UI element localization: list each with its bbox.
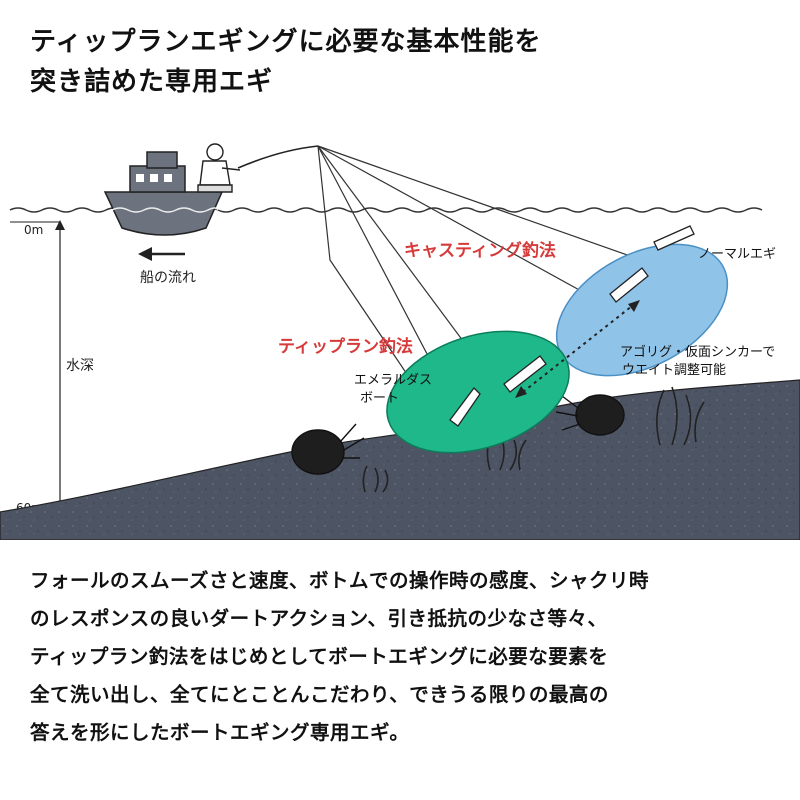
angler-icon	[197, 143, 241, 193]
sinker-label-line1: アゴリグ・仮面シンカーで	[620, 344, 775, 360]
description-line: 答えを形にしたボートエギング専用エギ。	[30, 721, 410, 744]
depth-top-label: 0m	[24, 223, 43, 237]
squid-icon	[291, 423, 365, 475]
description-line: 全て洗い出し、全てにとことんこだわり、できうる限りの最高の	[30, 683, 609, 706]
normal-egi-label: ノーマルエギ	[698, 247, 776, 262]
boat-flow-label: 船の流れ	[140, 270, 196, 286]
squid-icon	[555, 394, 625, 436]
page-title: ティップランエギングに必要な基本性能を 突き詰めた専用エギ	[30, 22, 770, 102]
title-line-2: 突き詰めた専用エギ	[30, 67, 274, 97]
depth-label: 水深	[66, 358, 94, 374]
title-line-1: ティップランエギングに必要な基本性能を	[30, 27, 542, 57]
fishing-rod	[237, 145, 319, 169]
weight-adjust-arrow-icon	[515, 300, 640, 398]
description-line: ティップラン釣法をはじめとしてボートエギングに必要な要素を	[30, 645, 609, 668]
depth-scale	[10, 220, 65, 512]
casting-method-label: キャスティング釣法	[404, 240, 556, 261]
tipruns-method-label: ティップラン釣法	[278, 336, 413, 357]
flow-arrow-icon	[138, 247, 185, 261]
egi-icon	[449, 225, 695, 427]
fishing-diagram: 0m 60m 水深 船の流れ キャスティング釣法	[0, 143, 800, 540]
fishing-lines	[317, 145, 651, 436]
emerald-label-line2: ボート	[360, 391, 399, 406]
emerald-label-line1: エメラルダス	[354, 373, 432, 388]
description-line: フォールのスムーズさと速度、ボトムでの操作時の感度、シャクリ時	[30, 569, 650, 592]
sinker-label-line2: ウエイト調整可能	[622, 363, 726, 378]
description: フォールのスムーズさと速度、ボトムでの操作時の感度、シャクリ時 のレスポンスの良…	[30, 562, 775, 752]
seaweed-icon	[362, 386, 705, 493]
boat-icon	[103, 151, 224, 236]
description-line: のレスポンスの良いダートアクション、引き抵抗の少なさ等々、	[30, 607, 608, 630]
